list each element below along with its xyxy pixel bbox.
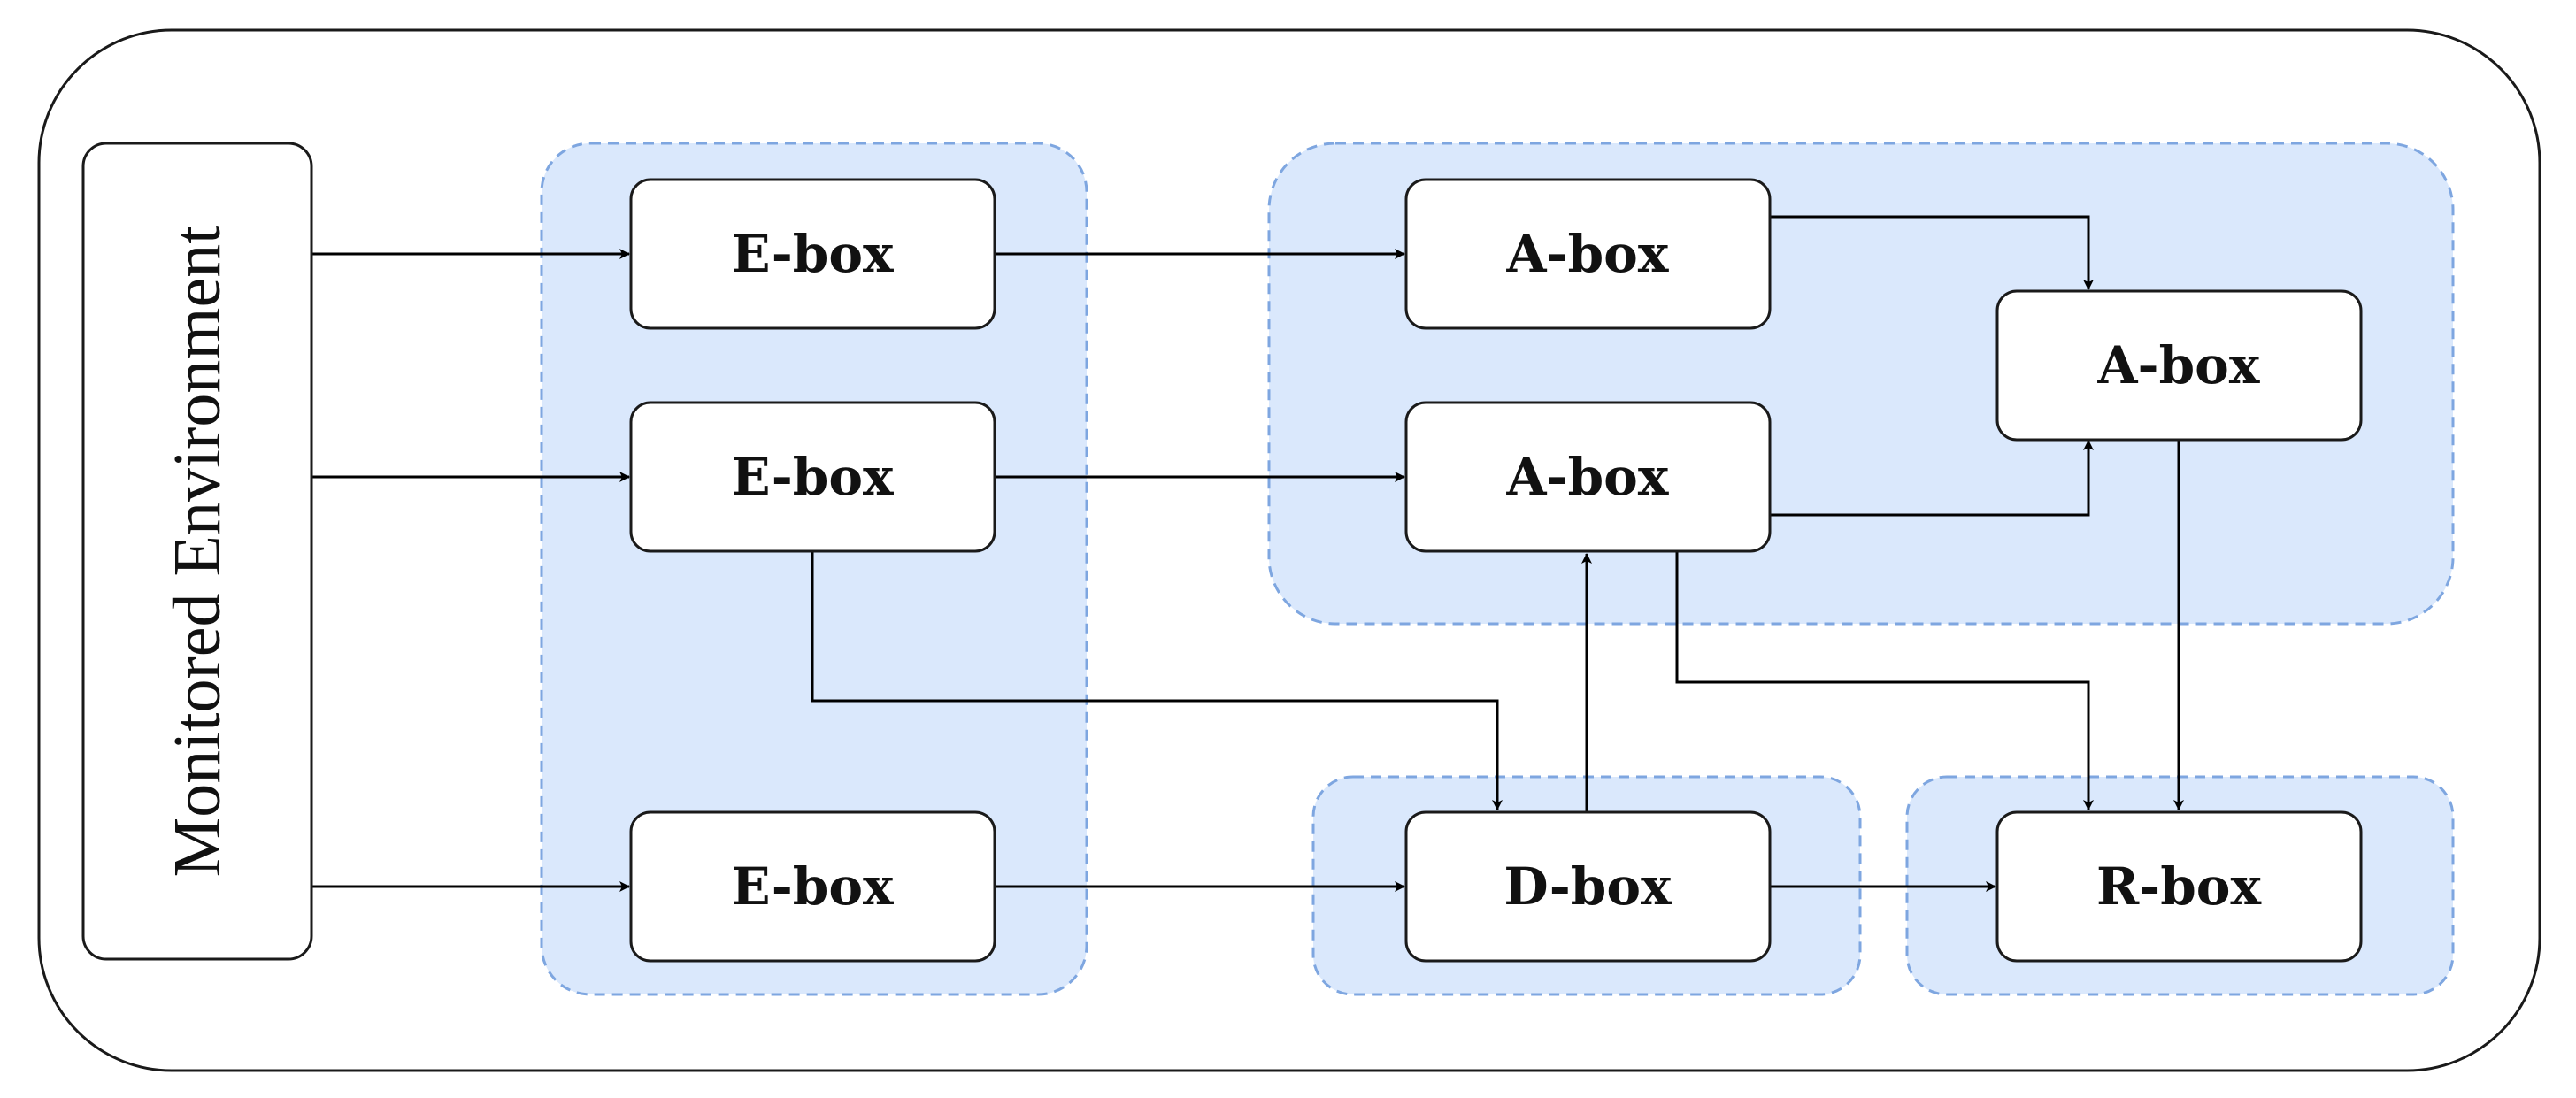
edge-a2-to-r1 (1675, 551, 2094, 810)
e-box-node-2: E-box (629, 401, 996, 553)
edge-a2-to-a3 (1770, 440, 2094, 517)
a-box-label-3: A-box (2097, 335, 2260, 395)
a-box-label-2: A-box (1506, 447, 1669, 507)
edge-a1-to-a3 (1770, 215, 2094, 290)
e-box-node-1: E-box (629, 178, 996, 330)
a-box-node-2: A-box (1404, 401, 1772, 553)
e-box-group (540, 142, 1088, 996)
d-box-node: D-box (1404, 810, 1772, 963)
e-box-label-1: E-box (731, 224, 894, 284)
d-box-label: D-box (1503, 856, 1672, 917)
edges (311, 215, 2184, 892)
e-box-label-3: E-box (731, 856, 894, 917)
e-box-label-2: E-box (731, 447, 894, 507)
monitored-environment-label: Monitored Environment (160, 226, 235, 878)
a-box-node-1: A-box (1404, 178, 1772, 330)
a-box-label-1: A-box (1506, 224, 1669, 284)
a-box-node-3: A-box (1995, 289, 2363, 442)
e-box-node-3: E-box (629, 810, 996, 963)
r-box-label: R-box (2096, 856, 2262, 917)
monitored-environment-node: Monitored Environment (81, 142, 313, 961)
edge-e2-to-d1 (811, 551, 1503, 810)
r-box-node: R-box (1995, 810, 2363, 963)
